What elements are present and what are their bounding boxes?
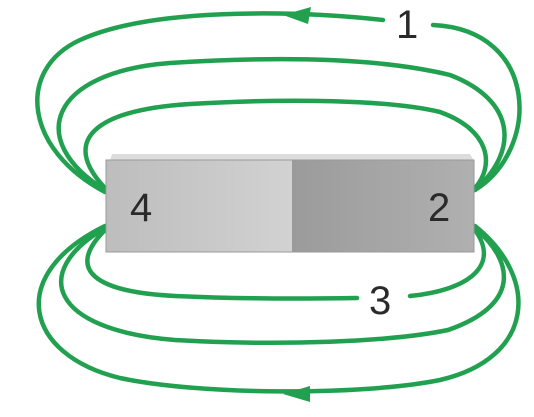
magnet-right-half (292, 160, 474, 252)
label-top: 1 (396, 3, 418, 47)
diagram-labels: 1 2 3 4 (130, 3, 450, 323)
field-arrow-top (283, 7, 311, 24)
label-bottom: 3 (369, 279, 391, 323)
label-right: 2 (428, 186, 450, 230)
magnet-outline (105, 159, 475, 253)
magnet-top-face (110, 154, 474, 161)
field-line-bottom-middle (59, 225, 507, 345)
field-line-top-outer (430, 22, 522, 193)
label-left: 4 (130, 186, 152, 230)
magnet-left-half (106, 160, 292, 252)
field-line-top-middle (56, 56, 507, 193)
field-line-top-inner (83, 98, 489, 191)
upper-field-lines (35, 7, 522, 195)
field-line-bottom-outer (36, 223, 521, 394)
lower-field-lines (36, 223, 521, 402)
field-line-bottom-inner-left (85, 227, 360, 301)
bar-magnet (105, 154, 475, 253)
field-arrow-bottom (283, 386, 310, 402)
field-line-bottom-inner-right (407, 227, 487, 299)
